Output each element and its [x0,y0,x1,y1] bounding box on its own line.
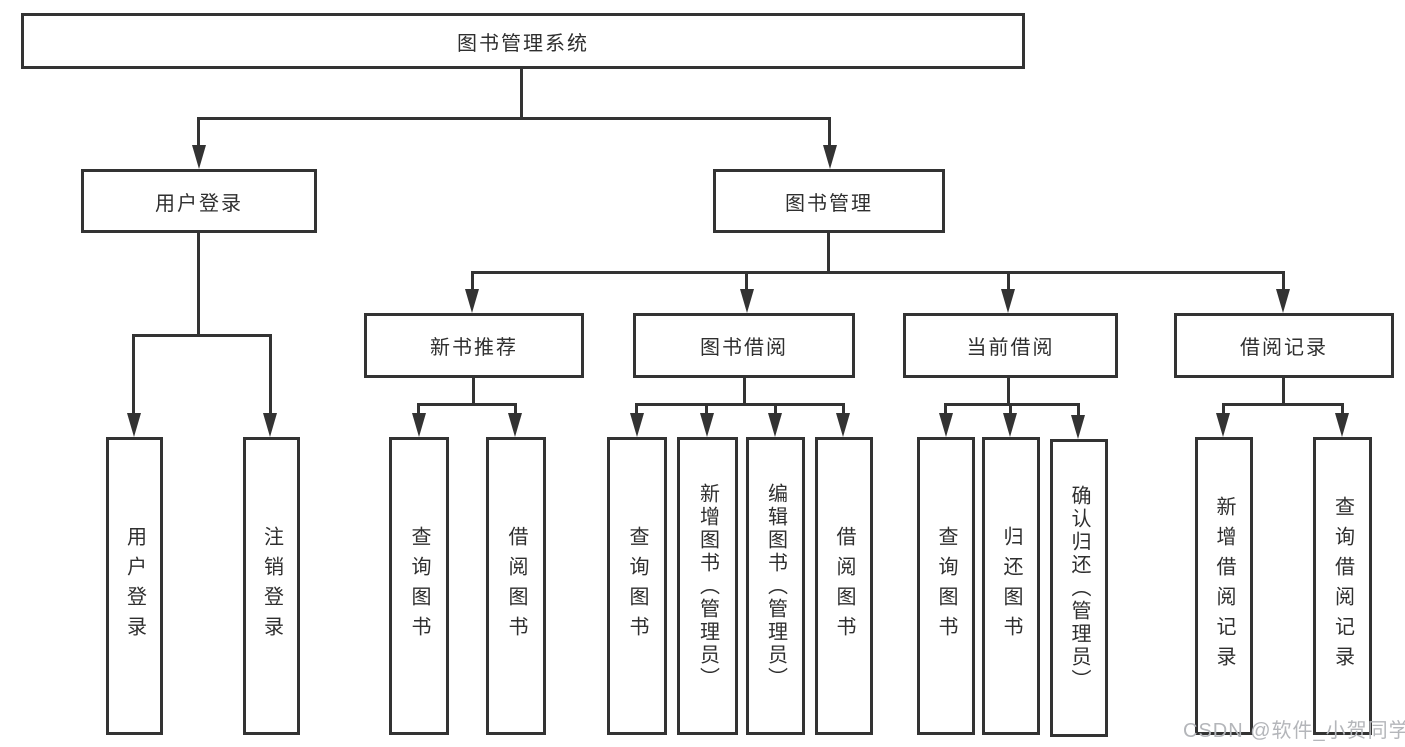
leaf-query-books-1: 查询图书 [389,437,449,735]
arrow-down-icon [508,413,522,437]
connector-level3-shaft-4 [1282,271,1285,295]
connector-borrow-drop [743,377,746,406]
node-label: 当前借阅 [966,337,1055,359]
arrow-down-icon [630,413,644,437]
arrow-down-icon [263,413,277,437]
leaf-add-borrow-record: 新增借阅记录 [1195,437,1253,735]
node-book-management: 图书管理 [713,169,945,233]
connector-userlogin-shaft-1 [132,334,135,417]
connector-current-branch [944,403,1080,406]
arrow-down-icon [1001,289,1015,313]
leaf-confirm-return-admin: 确认归还（管理员） [1050,439,1108,737]
arrow-down-icon [412,413,426,437]
arrow-down-icon [823,145,837,169]
arrow-down-icon [768,413,782,437]
connector-newbook-shaft-1 [417,403,420,416]
arrow-down-icon [127,413,141,437]
node-label: 新增借阅记录 [1213,496,1235,676]
connector-borrow-shaft-1 [635,403,638,416]
node-label: 用户登录 [123,526,146,646]
connector-level3-shaft-3 [1007,271,1010,295]
node-label: 图书管理系统 [457,32,589,55]
node-label: 查询图书 [626,526,648,646]
leaf-add-books-admin: 新增图书（管理员） [677,437,738,735]
node-label: 图书借阅 [700,337,788,359]
arrow-down-icon [836,413,850,437]
leaf-logout: 注销登录 [243,437,300,735]
node-label: 用户登录 [155,192,243,215]
connector-bookmgmt-drop [827,233,830,274]
connector-newbook-shaft-2 [514,403,517,416]
connector-current-drop [1007,377,1010,406]
connector-level3-shaft-1 [471,271,474,295]
connector-userlogin-drop [197,233,200,337]
arrow-down-icon [465,289,479,313]
node-new-book-recommend: 新书推荐 [364,313,584,378]
connector-records-branch [1222,403,1344,406]
leaf-borrow-books-1: 借阅图书 [486,437,546,735]
connector-current-shaft-3 [1077,403,1080,416]
arrow-down-icon [740,289,754,313]
node-label: 确认归还（管理员） [1068,484,1090,692]
connector-records-shaft-1 [1222,403,1225,416]
csdn-watermark: CSDN @软件_小贺同学 [1183,720,1405,742]
connector-level3-branch [471,271,1285,274]
leaf-user-login: 用户登录 [106,437,163,735]
connector-userlogin-shaft-2 [269,334,272,417]
node-current-borrowing: 当前借阅 [903,313,1118,378]
connector-newbook-drop [472,377,475,406]
connector-borrow-branch [635,403,845,406]
connector-borrow-shaft-3 [774,403,777,416]
connector-newbook-branch [417,403,517,406]
node-label: 新书推荐 [430,337,518,359]
leaf-edit-books-admin: 编辑图书（管理员） [746,437,805,735]
arrow-down-icon [1071,415,1085,439]
connector-borrow-shaft-2 [705,403,708,416]
arrow-down-icon [700,413,714,437]
node-label: 借阅图书 [505,526,527,646]
leaf-query-books-3: 查询图书 [917,437,975,735]
connector-level2-shaft-left [197,117,200,150]
connector-root-drop [520,68,523,120]
arrow-down-icon [1216,413,1230,437]
node-label: 借阅记录 [1240,337,1328,359]
node-label: 查询图书 [408,526,430,646]
connector-current-shaft-1 [944,403,947,416]
connector-level2-branch [197,117,831,120]
leaf-borrow-books-2: 借阅图书 [815,437,873,735]
node-label: 查询图书 [935,526,957,646]
connector-borrow-shaft-4 [842,403,845,416]
node-label: 查询借阅记录 [1331,496,1354,676]
node-borrowing-records: 借阅记录 [1174,313,1394,378]
node-library-management-system: 图书管理系统 [21,13,1025,69]
arrow-down-icon [1003,413,1017,437]
connector-records-shaft-2 [1341,403,1344,416]
node-label: 注销登录 [260,526,283,646]
node-label: 图书管理 [785,192,873,215]
connector-records-drop [1282,377,1285,406]
leaf-return-books: 归还图书 [982,437,1040,735]
arrow-down-icon [939,413,953,437]
connector-level3-shaft-2 [745,271,748,295]
connector-current-shaft-2 [1009,403,1012,416]
node-label: 编辑图书（管理员） [764,482,787,690]
connector-userlogin-branch [132,334,272,337]
leaf-query-books-2: 查询图书 [607,437,667,735]
node-label: 归还图书 [1000,526,1022,646]
node-label: 借阅图书 [833,526,855,646]
arrow-down-icon [192,145,206,169]
arrow-down-icon [1276,289,1290,313]
arrow-down-icon [1335,413,1349,437]
connector-level2-shaft-right [828,117,831,150]
node-book-borrowing: 图书借阅 [633,313,855,378]
node-user-login: 用户登录 [81,169,317,233]
leaf-query-borrow-record: 查询借阅记录 [1313,437,1372,735]
node-label: 新增图书（管理员） [696,482,719,690]
